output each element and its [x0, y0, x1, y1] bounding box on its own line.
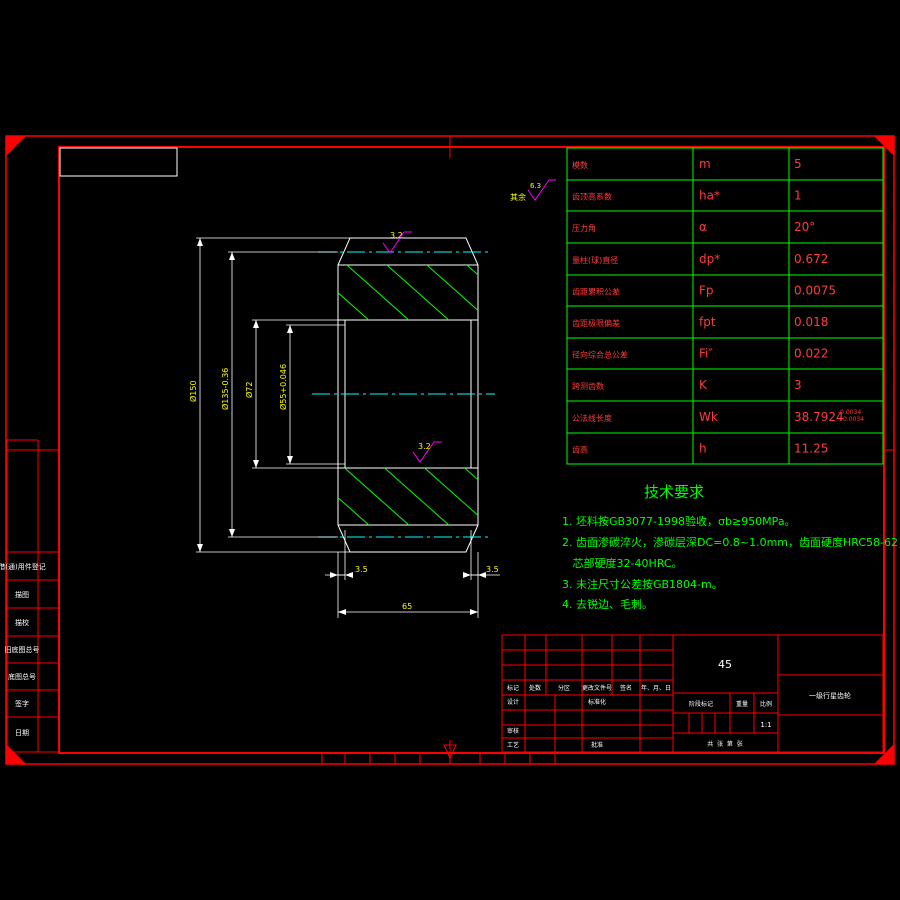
tech-requirements: 技术要求 1. 坯料按GB3077-1998验收，σb≥950MPa。 2. 齿…: [562, 483, 900, 611]
spec-name: 跨测齿数: [572, 381, 604, 391]
review-label: 审核: [507, 727, 519, 735]
spec-value: 3: [794, 378, 802, 392]
rev-header: 签名: [620, 684, 632, 692]
side-label: 描图: [15, 590, 29, 599]
spec-rows: 模数 m 5 齿顶高系数 ha* 1 压力角 α 20° 量柱(球)直径 dp* 0.672 齿距累积公…: [572, 157, 864, 456]
side-label: 底图总号: [8, 672, 36, 681]
title-block-grid: [501, 634, 884, 753]
dim-w35-left: 3.5: [355, 565, 368, 574]
side-label: 旧底图总号: [5, 645, 40, 654]
spec-name: 压力角: [572, 223, 596, 233]
material-value: 45: [718, 658, 732, 671]
design-label: 设计: [507, 698, 519, 706]
dim-d150: Ø150: [188, 380, 198, 402]
spec-value: 5: [794, 157, 802, 171]
title-block-text: 标记 处数 分区 更改文件号 签名 年、月、日 设计 标准化 审核 工艺 批准 …: [507, 658, 851, 749]
roughness-symbols: 3.2 3.2 其余 6.3: [382, 179, 556, 463]
spec-name: 齿距累积公差: [572, 287, 620, 297]
spec-symbol: Wk: [699, 410, 718, 424]
side-labels: 借(通)用件登记 描图 描校 旧底图总号 底图总号 签字 日期: [0, 562, 46, 737]
spec-name: 径向综合总公差: [572, 350, 628, 360]
process-label: 工艺: [507, 741, 519, 749]
spec-symbol: Fi″: [699, 347, 713, 361]
dimension-texts: Ø150 Ø135-0.36 Ø72 Ø55+0.046 3.5 3.5 65: [188, 364, 499, 611]
spec-name: 齿距极限偏差: [572, 318, 620, 328]
dim-d72: Ø72: [244, 382, 254, 398]
spec-tol-lower: +0.0034: [838, 416, 864, 423]
outer-border: [5, 135, 895, 765]
rough-bore: 3.2: [418, 442, 431, 451]
zone-ticks: [321, 753, 556, 764]
spec-name: 量柱(球)直径: [572, 255, 618, 265]
tech-req-item: 芯部硬度32-40HRC。: [562, 556, 683, 570]
rev-header: 标记: [507, 684, 519, 692]
approve-label: 批准: [591, 741, 603, 749]
spec-symbol: Fp: [699, 284, 714, 298]
side-label: 借(通)用件登记: [0, 562, 46, 571]
drawing-code-box: [59, 147, 178, 177]
spec-symbol: h: [699, 442, 707, 456]
spec-value: 0.0075: [794, 284, 836, 298]
scale-value: 1:1: [760, 721, 771, 729]
spec-name: 模数: [572, 160, 588, 170]
rough-top: 3.2: [390, 231, 403, 240]
spec-table: [566, 147, 884, 465]
scale-label: 比例: [760, 700, 772, 708]
dim-d135: Ø135-0.36: [220, 368, 230, 410]
spec-value: 0.018: [794, 315, 828, 329]
hatch-top: [338, 265, 478, 320]
spec-symbol: m: [699, 157, 711, 171]
spec-value: 11.25: [794, 442, 828, 456]
side-label: 签字: [15, 699, 29, 708]
stage-mark-label: 阶段标记: [689, 700, 713, 708]
spec-symbol: fpt: [699, 315, 716, 329]
spec-symbol: K: [699, 378, 708, 392]
spec-value: 0.022: [794, 347, 828, 361]
dimension-arrows: [197, 238, 486, 615]
spec-name: 公法线长度: [572, 413, 612, 423]
spec-symbol: α: [699, 220, 707, 234]
spec-value: 38.7924: [794, 410, 844, 424]
weight-label: 重量: [736, 700, 748, 708]
part-name: 一级行星齿轮: [809, 691, 851, 700]
spec-name: 齿顶高系数: [572, 192, 612, 202]
tech-req-item: 2. 齿面渗碳淬火，渗碳层深DC=0.8~1.0mm，齿面硬度HRC58-62，: [562, 535, 900, 549]
hatch-bottom: [338, 468, 478, 525]
tech-req-title: 技术要求: [644, 483, 704, 501]
standardize-label: 标准化: [588, 698, 606, 706]
spec-value: 1: [794, 189, 802, 203]
side-registration-table: [6, 439, 60, 753]
centerlines: [312, 251, 495, 538]
rev-header: 分区: [558, 684, 570, 692]
rough-other-val: 6.3: [530, 182, 541, 190]
spec-value: 20°: [794, 220, 815, 234]
corner-mark: [874, 744, 894, 764]
gear-outline: [337, 237, 479, 553]
spec-value: 0.672: [794, 252, 828, 266]
tech-req-item: 1. 坯料按GB3077-1998验收，σb≥950MPa。: [562, 514, 796, 528]
tech-req-item: 3. 未注尺寸公差按GB1804-m。: [562, 577, 723, 591]
dim-w35-right: 3.5: [486, 565, 499, 574]
corner-mark: [6, 744, 26, 764]
spec-tol-upper: -0.0034: [838, 409, 861, 416]
rev-header: 年、月、日: [641, 684, 671, 692]
dim-d55: Ø55+0.046: [278, 364, 288, 410]
spec-symbol: dp*: [699, 252, 720, 266]
spec-symbol: ha*: [699, 189, 720, 203]
side-label: 日期: [15, 729, 29, 737]
spec-name: 齿高: [572, 445, 588, 455]
sheets-label: 共 张 第 张: [707, 740, 742, 748]
rev-header: 更改文件号: [582, 684, 612, 692]
corner-mark: [6, 136, 26, 156]
gear-section: [337, 237, 479, 553]
corner-mark: [874, 136, 894, 156]
side-label: 描校: [15, 618, 29, 627]
tech-req-item: 4. 去锐边、毛刺。: [562, 597, 653, 611]
rough-other: 其余: [510, 192, 526, 202]
dimension-lines: [196, 237, 500, 618]
rev-header: 处数: [529, 684, 541, 692]
dim-w65: 65: [402, 602, 412, 611]
